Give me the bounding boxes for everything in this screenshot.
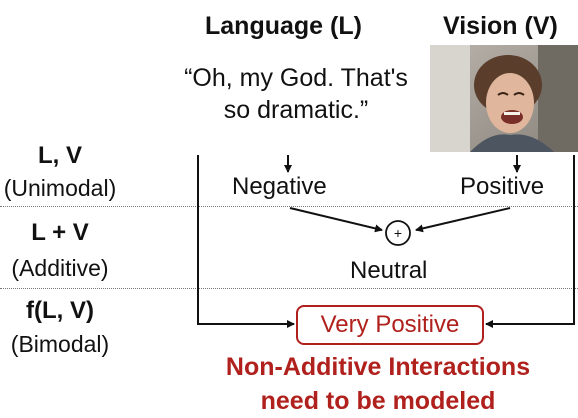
footer-line-1: Non-Additive Interactions — [225, 353, 531, 381]
row-sub-additive: (Additive) — [11, 255, 109, 281]
very-positive-label: Very Positive — [320, 311, 460, 338]
row-separator-1 — [0, 206, 578, 207]
footer-line-2: need to be modeled — [260, 387, 496, 415]
language-header: Language (L) — [205, 12, 362, 40]
footer-message: Non-Additive Interactions need to be mod… — [178, 350, 578, 418]
row-label-unimodal: L, V — [37, 142, 82, 169]
row-sub-bimodal: (Bimodal) — [10, 331, 110, 357]
row-sub-unimodal: (Unimodal) — [3, 175, 117, 201]
row-separator-2 — [0, 288, 578, 289]
quote-line-2: so dramatic.” — [223, 96, 369, 124]
very-positive-box: Very Positive — [296, 305, 484, 345]
arrow-vision-to-bimodal — [485, 155, 575, 328]
arrow-language-to-bimodal — [197, 155, 295, 328]
vision-header: Vision (V) — [443, 12, 558, 40]
language-quote: “Oh, my God. That's so dramatic.” — [150, 62, 442, 126]
arrow-positive-to-plus — [415, 207, 511, 233]
row-label-additive: L + V — [31, 219, 89, 246]
positive-label: Positive — [460, 173, 545, 200]
neutral-label: Neutral — [350, 257, 428, 284]
row-label-bimodal: f(L, V) — [26, 297, 94, 324]
plus-symbol: + — [393, 225, 403, 241]
negative-label: Negative — [232, 173, 327, 200]
arrow-negative-to-plus — [289, 207, 383, 233]
quote-line-1: “Oh, my God. That's — [184, 64, 408, 92]
plus-circle — [385, 220, 411, 246]
vision-photo — [430, 45, 578, 152]
